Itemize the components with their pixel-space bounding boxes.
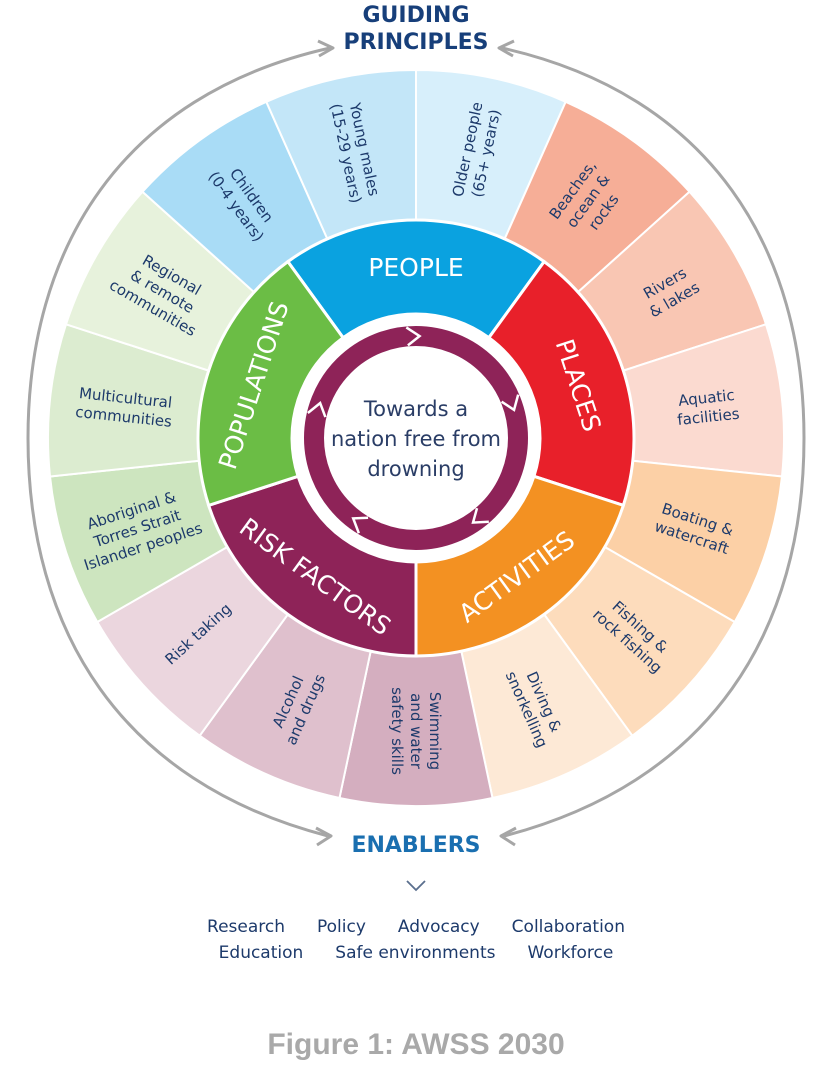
strategy-wheel: Older people(65+ years)Beaches,ocean &ro… bbox=[26, 39, 806, 847]
enabler-policy: Policy bbox=[317, 917, 366, 937]
category-activities bbox=[414, 474, 626, 658]
center-text-line: Towards a bbox=[363, 397, 468, 421]
ring-arrow-icon bbox=[471, 507, 489, 524]
enabler-research: Research bbox=[207, 917, 285, 937]
outer-ring: Older people(65+ years)Beaches,ocean &ro… bbox=[47, 68, 785, 807]
center-text: Towards a nation free from drowning bbox=[331, 397, 501, 481]
enabler-advocacy: Advocacy bbox=[397, 917, 480, 937]
center-disc bbox=[294, 316, 538, 560]
enabler-workforce: Workforce bbox=[527, 943, 614, 963]
enabler-collaboration: Collaboration bbox=[511, 917, 625, 937]
segment-label-line: Swimming bbox=[426, 692, 444, 770]
guiding-principles-title: GUIDING PRINCIPLES bbox=[0, 2, 832, 56]
category-populations bbox=[196, 259, 346, 508]
enablers-title: ENABLERS bbox=[351, 833, 481, 858]
arrowhead-icon bbox=[317, 39, 335, 58]
enablers-row-2: Education Safe environments Workforce bbox=[0, 943, 832, 963]
segment-label-text: Swimmingand watersafety skills bbox=[388, 687, 444, 775]
category-people-label: PEOPLE bbox=[368, 253, 463, 282]
center-core: Towards a nation free from drowning bbox=[294, 316, 538, 560]
segment-label-line: and water bbox=[407, 693, 425, 770]
ring-arrow-icon bbox=[351, 516, 369, 534]
ring-arrow-icon bbox=[307, 401, 327, 418]
guiding-title-line1: GUIDING bbox=[362, 3, 470, 28]
segment-aquatic-facilities-label: Aquaticfacilities bbox=[674, 386, 740, 429]
cycle-ring bbox=[304, 326, 528, 550]
cycle-arc-right bbox=[501, 46, 806, 838]
center-text-line: nation free from bbox=[331, 427, 501, 451]
category-risk-factors bbox=[206, 474, 418, 658]
enabler-safe-environments: Safe environments bbox=[335, 943, 496, 963]
chevron-down-icon bbox=[406, 880, 426, 892]
center-text-line: drowning bbox=[367, 457, 464, 481]
segment-label-line: Aquatic bbox=[677, 386, 735, 410]
enabler-education: Education bbox=[218, 943, 304, 963]
arrowhead-icon bbox=[499, 826, 517, 847]
category-people bbox=[285, 218, 547, 340]
cycle-arc-left bbox=[26, 46, 331, 838]
enablers-row-1: Research Policy Advocacy Collaboration bbox=[0, 917, 832, 937]
segment-label-line: safety skills bbox=[388, 687, 406, 775]
figure-caption: Figure 1: AWSS 2030 bbox=[267, 1028, 565, 1061]
cycle-arrows bbox=[26, 39, 806, 847]
ring-arrow-icon bbox=[405, 326, 422, 347]
arrowhead-icon bbox=[315, 826, 333, 847]
category-places bbox=[486, 259, 636, 508]
ring-arrow-icon bbox=[500, 394, 520, 412]
segment-label-text: Aquaticfacilities bbox=[674, 386, 740, 429]
segment-swimming-and-water-safety-skills-label: Swimmingand watersafety skills bbox=[388, 687, 444, 775]
guiding-title-line2: PRINCIPLES bbox=[343, 30, 489, 55]
arrowhead-icon bbox=[497, 39, 515, 58]
